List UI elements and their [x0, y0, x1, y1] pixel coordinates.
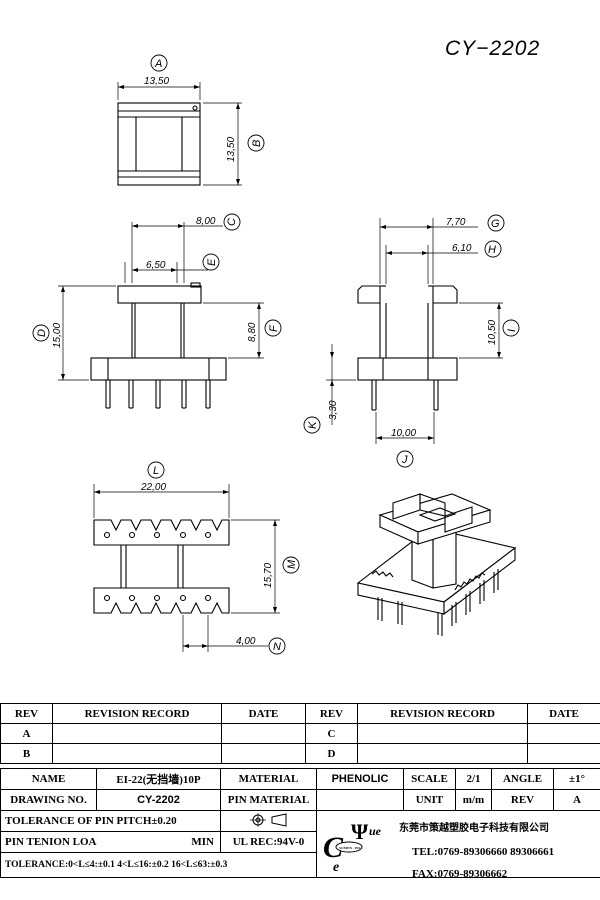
callout-h: H [488, 244, 496, 256]
logo-text: ue [369, 824, 382, 838]
svg-text:e: e [333, 860, 339, 875]
table-row: B D [0, 743, 600, 764]
callout-m: M [286, 559, 298, 569]
dim-n-value: 4,00 [236, 636, 256, 647]
company-block: C e SCEIEN . INC Ψ ue 东莞市策越塑胶电子科技有限公司 TE… [316, 810, 600, 878]
rev-cell: A [0, 723, 53, 744]
rev-header: REV [0, 703, 53, 724]
dim-d-value: 15,00 [52, 323, 63, 348]
revision-record-header: REVISION RECORD [357, 703, 528, 724]
projection-symbol-icon [249, 812, 286, 827]
drawing-no-value: CY-2202 [96, 789, 221, 811]
drawing-number: CY−2202 [445, 37, 540, 60]
unit-label: UNIT [403, 789, 456, 811]
callout-l: L [153, 465, 159, 477]
rev-cell: C [305, 723, 358, 744]
isometric-view [356, 493, 517, 636]
dim-b-value: 13,50 [226, 137, 237, 162]
dim-k-value: 3,30 [328, 400, 339, 420]
title-block: NAME EI-22(无挡墙)10P MATERIAL PHENOLIC SCA… [0, 768, 600, 878]
rev-cell: D [305, 743, 358, 764]
company-name: 东莞市策越塑胶电子科技有限公司 [399, 823, 549, 834]
title-row-tension: PIN TENION LOAD MIN UL REC:94V-0 [0, 831, 600, 853]
logo-icon: C e SCEIEN . INC Ψ ue [323, 819, 382, 875]
svg-text:C: C [323, 831, 344, 864]
title-row-general-tolerance: TOLERANCE:0<L≤4:±0.1 4<L≤16:±0.2 16<L≤63… [0, 852, 600, 878]
date-cell [221, 723, 306, 744]
callout-f: F [268, 324, 280, 332]
callout-k: K [307, 421, 319, 429]
title-row-drawing: DRAWING NO. CY-2202 PIN MATERIAL UNIT m/… [0, 789, 600, 811]
dim-l-value: 22,00 [140, 482, 166, 493]
material-label: MATERIAL [220, 768, 317, 790]
callout-i: I [506, 329, 518, 332]
revision-record-header: REVISION RECORD [52, 703, 222, 724]
callout-j: J [401, 454, 408, 466]
tolerance-pin-pitch: TOLERANCE OF PIN PITCH±0.20 [0, 810, 221, 832]
company-logo: C e SCEIEN . INC Ψ ue [321, 817, 391, 877]
angle-value: ±1° [553, 768, 600, 790]
revision-record-cell [357, 743, 528, 764]
rev-header: REV [305, 703, 358, 724]
callout-b: B [251, 140, 263, 147]
angle-label: ANGLE [491, 768, 554, 790]
rev-label: REV [491, 789, 554, 811]
date-cell [527, 743, 600, 764]
dim-h-value: 6,10 [452, 243, 472, 254]
callout-c: C [226, 218, 238, 226]
dim-i-value: 10,50 [487, 320, 498, 345]
dim-m-value: 15,70 [263, 563, 274, 588]
rev-value: A [553, 789, 600, 811]
pin-material-label: PIN MATERIAL [220, 789, 317, 811]
title-row-name: NAME EI-22(无挡墙)10P MATERIAL PHENOLIC SCA… [0, 768, 600, 790]
bottom-view: 22,00 L 15,70 M 4,00 N [93, 461, 300, 655]
material-value: PHENOLIC [316, 768, 404, 790]
revision-record-cell [52, 743, 222, 764]
scale-label: SCALE [403, 768, 456, 790]
callout-n: N [273, 641, 281, 653]
company-tel: TEL:0769-89306660 89306661 [412, 846, 555, 858]
dim-j-value: 10,00 [391, 428, 416, 439]
company-fax: FAX:0769-89306662 [412, 868, 508, 878]
scale-value: 2/1 [455, 768, 492, 790]
ul-rec: UL REC:94V-0 [220, 831, 317, 853]
callout-d: D [36, 329, 48, 337]
svg-text:Ψ: Ψ [351, 819, 369, 844]
front-view: 8,00 C 6,50 E 15,00 D 8,80 F [32, 213, 282, 409]
date-cell [527, 723, 600, 744]
revision-header-row: REV REVISION RECORD DATE REV REVISION RE… [0, 703, 600, 724]
table-row: A C [0, 723, 600, 744]
logo-small-text: SCEIEN . INC [339, 846, 362, 850]
drawing-no-label: DRAWING NO. [0, 789, 97, 811]
dim-a-value: 13,50 [144, 76, 169, 87]
dim-e-value: 6,50 [146, 260, 166, 271]
dim-g-value: 7,70 [446, 217, 466, 228]
name-value: EI-22(无挡墙)10P [96, 768, 221, 790]
side-view: 7,70 G 6,10 H 10,50 I 3,30 K 10,0 [303, 214, 520, 468]
date-cell [221, 743, 306, 764]
pin-material-value [316, 789, 404, 811]
technical-drawing: CY−2202 13,50 A 13,50 B [32, 37, 540, 655]
date-header: DATE [221, 703, 306, 724]
general-tolerance: TOLERANCE:0<L≤4:±0.1 4<L≤16:±0.2 16<L≤63… [0, 852, 317, 878]
date-header: DATE [527, 703, 600, 724]
name-label: NAME [0, 768, 97, 790]
unit-value: m/m [455, 789, 492, 811]
projection-symbol [220, 810, 317, 832]
top-view: 13,50 A 13,50 B [117, 54, 265, 186]
pin-tension-label: PIN TENION LOAD [0, 831, 97, 853]
rev-cell: B [0, 743, 53, 764]
callout-g: G [491, 218, 500, 230]
dim-c-value: 8,00 [196, 216, 216, 227]
revision-record-cell [357, 723, 528, 744]
revision-record-cell [52, 723, 222, 744]
dim-f-value: 8,80 [247, 322, 258, 342]
revision-table: REV REVISION RECORD DATE REV REVISION RE… [0, 703, 600, 764]
title-row-tolerance: TOLERANCE OF PIN PITCH±0.20 C e SCEIEN .… [0, 810, 600, 878]
pin-tension-value: MIN [96, 831, 221, 853]
callout-e: E [206, 258, 218, 266]
callout-a: A [154, 58, 162, 70]
